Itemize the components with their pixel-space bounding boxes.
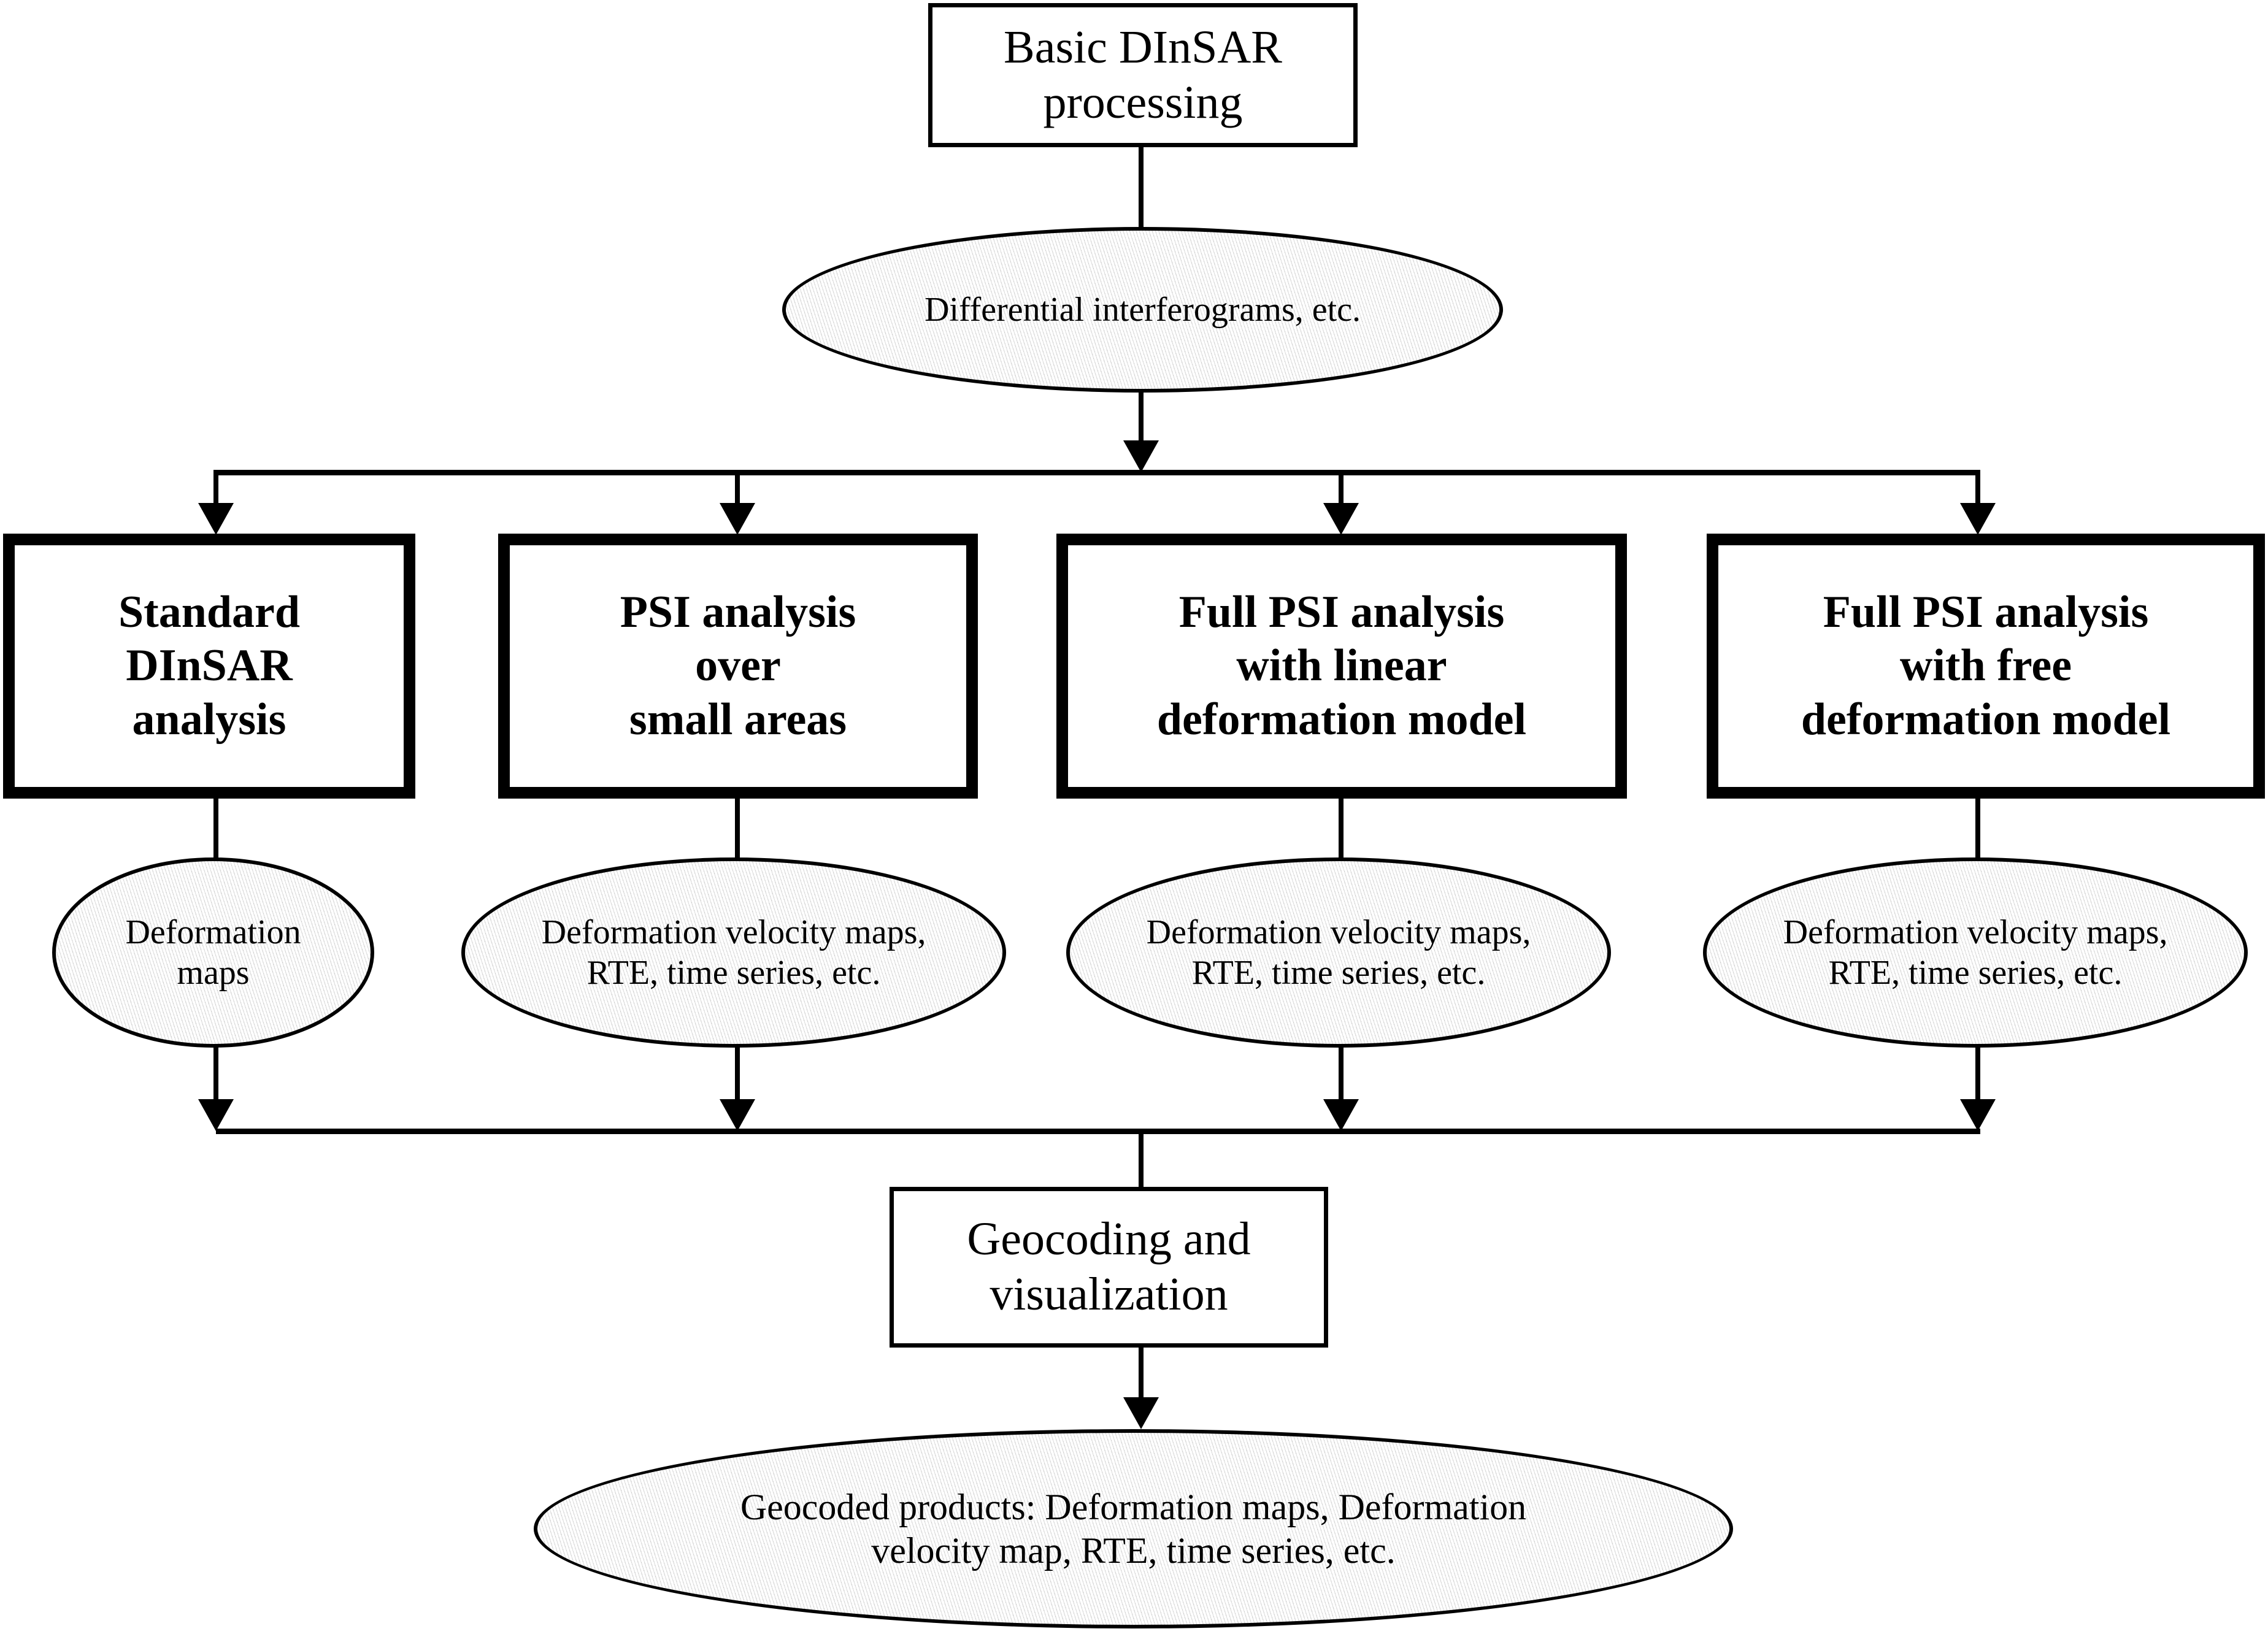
- connector-full-psi-linear-to-products: [1339, 799, 1344, 866]
- connector-merge-to-geocoding: [1139, 1129, 1144, 1190]
- bus-leg-full-psi-free: [1975, 470, 1980, 529]
- node-deformation-maps-label: Deformation maps: [125, 913, 301, 992]
- bus-leg-full-psi-linear: [1339, 470, 1344, 529]
- node-basic-dinsar-processing[interactable]: Basic DInSAR processing: [928, 3, 1358, 147]
- node-basic-dinsar-processing-label: Basic DInSAR processing: [1004, 21, 1282, 128]
- connector-deformation-maps-to-merge: [213, 1043, 218, 1104]
- arrowhead-bus-to-psi-small-areas: [720, 503, 755, 535]
- node-geocoded-products[interactable]: Geocoded products: Deformation maps, Def…: [534, 1429, 1733, 1628]
- node-geocoded-products-label: Geocoded products: Deformation maps, Def…: [740, 1486, 1527, 1571]
- distribution-bus: [216, 470, 1980, 475]
- arrowhead-deformation-maps-to-merge: [198, 1099, 234, 1131]
- node-products-psi-small-areas[interactable]: Deformation velocity maps, RTE, time ser…: [461, 857, 1006, 1048]
- node-full-psi-free-label: Full PSI analysis with free deformation …: [1801, 587, 2171, 745]
- connector-standard-dinsar-to-deformation-maps: [213, 799, 218, 866]
- connector-full-psi-free-to-products: [1975, 799, 1980, 866]
- connector-basic-to-interferograms: [1139, 147, 1144, 227]
- node-products-psi-free-label: Deformation velocity maps, RTE, time ser…: [1783, 913, 2168, 992]
- connector-products-psi-linear-to-merge: [1339, 1043, 1344, 1104]
- node-differential-interferograms[interactable]: Differential interferograms, etc.: [782, 227, 1503, 393]
- node-full-psi-linear[interactable]: Full PSI analysis with linear deformatio…: [1056, 534, 1627, 799]
- arrowhead-products-psi-linear-to-merge: [1323, 1099, 1359, 1131]
- node-standard-dinsar-analysis[interactable]: Standard DInSAR analysis: [3, 534, 415, 799]
- node-geocoding-visualization-label: Geocoding and visualization: [967, 1213, 1251, 1320]
- arrowhead-products-psi-free-to-merge: [1960, 1099, 1996, 1131]
- node-products-psi-linear[interactable]: Deformation velocity maps, RTE, time ser…: [1066, 857, 1611, 1048]
- connector-products-psi-free-to-merge: [1975, 1043, 1980, 1104]
- arrowhead-bus-to-full-psi-linear: [1323, 503, 1359, 535]
- node-products-psi-small-areas-label: Deformation velocity maps, RTE, time ser…: [541, 913, 926, 992]
- node-standard-dinsar-analysis-label: Standard DInSAR analysis: [118, 587, 301, 745]
- node-products-psi-free[interactable]: Deformation velocity maps, RTE, time ser…: [1703, 857, 2248, 1048]
- node-full-psi-linear-label: Full PSI analysis with linear deformatio…: [1156, 587, 1527, 745]
- arrowhead-geocoding-to-geocoded-products: [1123, 1397, 1159, 1429]
- connector-products-psi-small-to-merge: [735, 1043, 740, 1104]
- node-psi-analysis-small-areas[interactable]: PSI analysis over small areas: [498, 534, 978, 799]
- arrowhead-products-psi-small-to-merge: [720, 1099, 755, 1131]
- node-psi-analysis-small-areas-label: PSI analysis over small areas: [620, 587, 856, 745]
- connector-geocoding-to-geocoded-products: [1139, 1348, 1144, 1424]
- connector-psi-small-to-products: [735, 799, 740, 866]
- node-differential-interferograms-label: Differential interferograms, etc.: [924, 290, 1361, 329]
- arrowhead-interferograms-to-bus: [1123, 440, 1159, 472]
- node-full-psi-free[interactable]: Full PSI analysis with free deformation …: [1707, 534, 2265, 799]
- merge-bus: [216, 1129, 1980, 1134]
- connector-interferograms-to-bus: [1139, 393, 1144, 466]
- bus-leg-standard-dinsar: [213, 470, 218, 529]
- node-products-psi-linear-label: Deformation velocity maps, RTE, time ser…: [1146, 913, 1531, 992]
- arrowhead-bus-to-standard-dinsar: [198, 503, 234, 535]
- bus-leg-psi-small-areas: [735, 470, 740, 529]
- node-geocoding-visualization[interactable]: Geocoding and visualization: [890, 1187, 1328, 1348]
- arrowhead-bus-to-full-psi-free: [1960, 503, 1996, 535]
- node-deformation-maps[interactable]: Deformation maps: [52, 857, 374, 1048]
